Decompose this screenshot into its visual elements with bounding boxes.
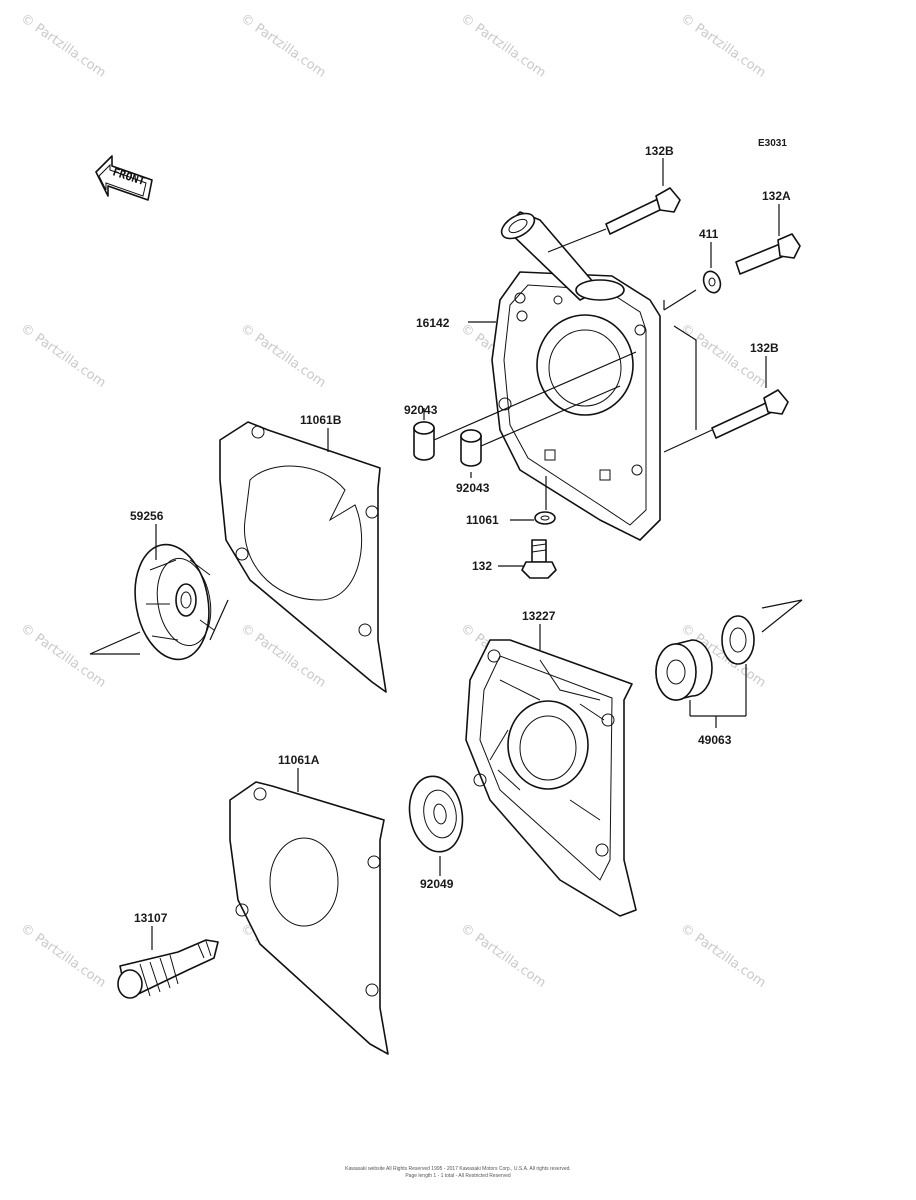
label-132: 132	[472, 559, 492, 573]
label-11061: 11061	[466, 513, 499, 527]
bolt-132B-mid	[711, 389, 789, 439]
washer-11061	[534, 511, 556, 525]
watermark: © Partzilla.com	[458, 921, 549, 991]
bolt-132B-top	[547, 187, 681, 253]
label-92043-b: 92043	[456, 481, 490, 495]
label-411: 411	[699, 227, 719, 241]
impeller-59256	[89, 543, 229, 661]
svg-text:© Partzilla.com: © Partzilla.com	[458, 11, 549, 81]
watermark: © Partzilla.com	[238, 321, 329, 391]
label-132B-top: 132B	[645, 144, 674, 158]
watermark: © Partzilla.com	[18, 321, 109, 391]
leader-lines	[151, 158, 780, 950]
gasket-11061A	[229, 781, 389, 1055]
watermark: © Partzilla.com	[678, 11, 769, 81]
watermark: © Partzilla.com	[18, 621, 109, 691]
watermark: © Partzilla.com	[238, 11, 329, 81]
label-59256: 59256	[130, 509, 164, 523]
label-13107: 13107	[134, 911, 168, 925]
label-11061A: 11061A	[278, 753, 320, 767]
svg-text:© Partzilla.com: © Partzilla.com	[678, 321, 769, 391]
water-pump-cover-16142	[491, 211, 661, 541]
housing-13227	[465, 639, 637, 917]
svg-text:© Partzilla.com: © Partzilla.com	[678, 11, 769, 81]
svg-text:© Partzilla.com: © Partzilla.com	[18, 621, 109, 691]
svg-text:© Partzilla.com: © Partzilla.com	[238, 11, 329, 81]
svg-text:© Partzilla.com: © Partzilla.com	[18, 921, 109, 991]
copyright-line-1: Kawasaki website All Rights Reserved 199…	[345, 1166, 571, 1172]
gasket-11061B	[219, 421, 387, 693]
dowel-pin-92043-a	[413, 421, 435, 461]
watermark: © Partzilla.com	[678, 321, 769, 391]
label-49063: 49063	[698, 733, 732, 747]
watermark: © Partzilla.com	[458, 11, 549, 81]
copyright-line-2: Page length 1 - 1 total - All Restricted…	[405, 1173, 511, 1179]
watermark: © Partzilla.com	[678, 921, 769, 991]
shaft-13107	[117, 939, 219, 999]
dowel-pin-92043-b	[460, 429, 482, 467]
svg-text:© Partzilla.com: © Partzilla.com	[18, 11, 109, 81]
label-16142: 16142	[416, 316, 450, 330]
label-132B-mid: 132B	[750, 341, 779, 355]
label-92043-a: 92043	[404, 403, 438, 417]
svg-text:© Partzilla.com: © Partzilla.com	[458, 921, 549, 991]
svg-text:© Partzilla.com: © Partzilla.com	[18, 321, 109, 391]
svg-text:© Partzilla.com: © Partzilla.com	[678, 921, 769, 991]
svg-text:© Partzilla.com: © Partzilla.com	[238, 321, 329, 391]
diagram-code: E3031	[758, 138, 787, 149]
front-arrow-icon: FRONT	[95, 155, 153, 201]
seal-49063-small	[721, 599, 803, 665]
washer-411	[702, 270, 722, 294]
bearing-92049	[408, 775, 464, 853]
label-92049: 92049	[420, 877, 454, 891]
label-11061B: 11061B	[300, 413, 342, 427]
label-13227: 13227	[522, 609, 556, 623]
label-132A: 132A	[762, 189, 791, 203]
seal-49063-large	[655, 639, 713, 701]
part-labels: 132B 132A 411 16142 132B 92043 92043 110…	[130, 144, 791, 925]
bolt-132A	[735, 233, 801, 275]
watermark: © Partzilla.com	[18, 921, 109, 991]
bolt-132	[521, 539, 557, 579]
watermark: © Partzilla.com	[18, 11, 109, 81]
